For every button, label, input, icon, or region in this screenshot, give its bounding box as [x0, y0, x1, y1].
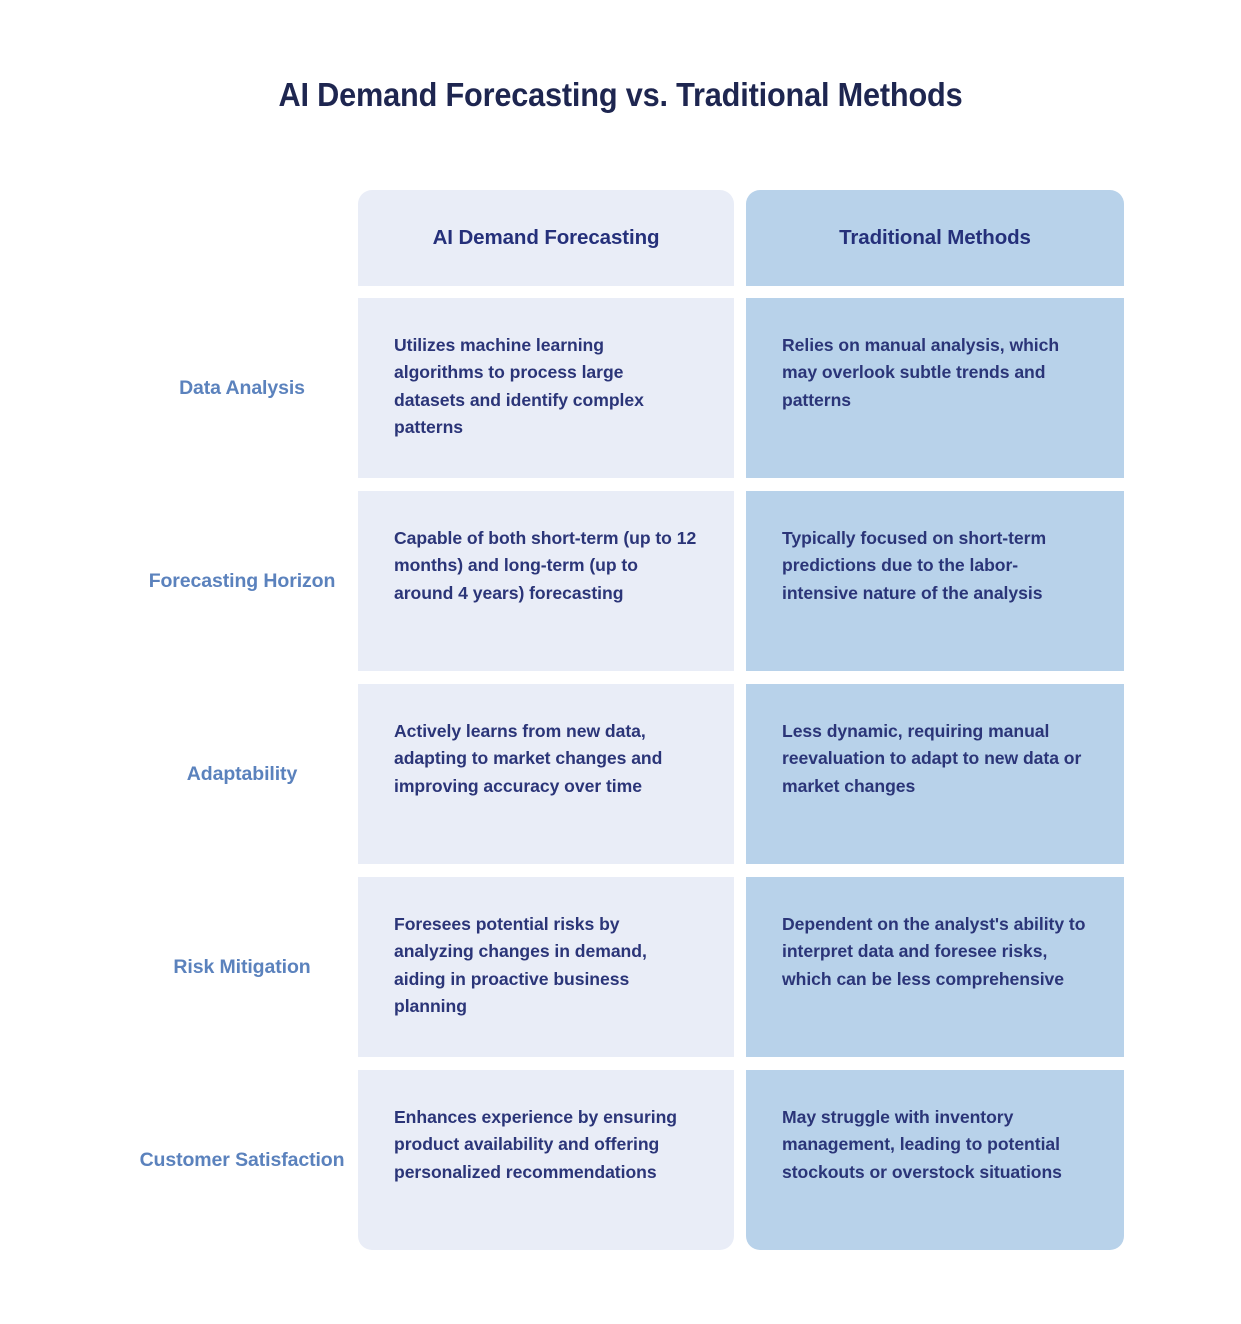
cell-traditional-2: Less dynamic, requiring manual reevaluat… [746, 684, 1124, 864]
row-label-3: Risk Mitigation [173, 955, 311, 978]
column-header-traditional: Traditional Methods [746, 190, 1124, 286]
cell-ai-3: Foresees potential risks by analyzing ch… [358, 877, 734, 1057]
cell-traditional-0: Relies on manual analysis, which may ove… [746, 298, 1124, 478]
row-label-1: Forecasting Horizon [148, 569, 336, 592]
column-header-ai: AI Demand Forecasting [358, 190, 734, 286]
row-gap [136, 286, 358, 298]
row-gap [358, 1057, 746, 1070]
row-label-header [136, 190, 358, 286]
row-label-0: Data Analysis [179, 376, 305, 399]
row-gap [136, 671, 358, 684]
page-title: AI Demand Forecasting vs. Traditional Me… [278, 76, 963, 113]
row-gap [136, 478, 358, 491]
row-gap [746, 671, 1124, 684]
cell-ai-2: Actively learns from new data, adapting … [358, 684, 734, 864]
cell-traditional-4: May struggle with inventory management, … [746, 1070, 1124, 1250]
row-gap [746, 1057, 1124, 1070]
cell-ai-4: Enhances experience by ensuring product … [358, 1070, 734, 1250]
row-label-4: Customer Satisfaction [139, 1148, 345, 1171]
row-gap [746, 864, 1124, 877]
row-gap [136, 864, 358, 877]
cell-ai-1: Capable of both short-term (up to 12 mon… [358, 491, 734, 671]
row-gap [136, 1057, 358, 1070]
row-gap [358, 671, 746, 684]
row-gap [746, 286, 1124, 298]
row-gap [358, 864, 746, 877]
cell-traditional-3: Dependent on the analyst's ability to in… [746, 877, 1124, 1057]
row-label-2: Adaptability [186, 762, 298, 785]
cell-traditional-1: Typically focused on short-term predicti… [746, 491, 1124, 671]
cell-ai-0: Utilizes machine learning algorithms to … [358, 298, 734, 478]
row-gap [358, 478, 746, 491]
row-gap [746, 478, 1124, 491]
row-gap [358, 286, 746, 298]
